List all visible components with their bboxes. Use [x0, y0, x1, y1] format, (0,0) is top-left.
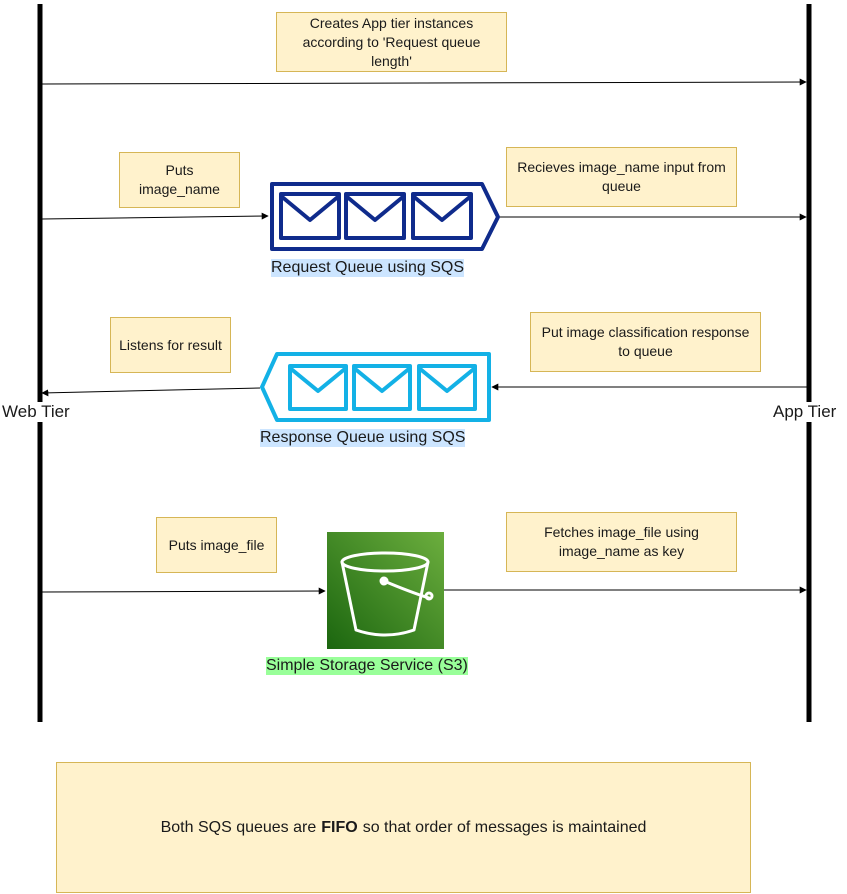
response-queue-label: Response Queue using SQS [260, 429, 466, 447]
note-put-response: Put image classification response to que… [530, 312, 761, 372]
request-queue-label: Request Queue using SQS [271, 259, 465, 277]
arrow-web-to-s3 [41, 587, 326, 595]
fifo-note-bold: FIFO [321, 818, 358, 836]
fifo-note-before: Both SQS queues are [160, 818, 317, 836]
arrow-web-to-request-queue [41, 212, 269, 220]
response-queue-icon [260, 352, 491, 422]
arrow-response-queue-to-web [41, 387, 261, 397]
fifo-note-after: so that order of messages is maintained [362, 818, 647, 836]
note-receives-input: Recieves image_name input from queue [506, 147, 737, 207]
note-fetches-file: Fetches image_file using image_name as k… [506, 512, 737, 572]
app-tier-label: App Tier [772, 402, 838, 422]
fifo-note: Both SQS queues are FIFO so that order o… [56, 762, 751, 893]
s3-bucket-icon [327, 532, 444, 649]
web-tier-label: Web Tier [1, 402, 71, 422]
note-puts-image-name: Puts image_name [119, 152, 240, 208]
arrow-create-instances [41, 78, 807, 86]
note-puts-image-file: Puts image_file [156, 517, 277, 573]
note-listens-result: Listens for result [110, 317, 231, 373]
request-queue-icon [270, 182, 500, 251]
s3-label: Simple Storage Service (S3) [266, 657, 468, 675]
note-create-instances: Creates App tier instances according to … [276, 12, 507, 72]
